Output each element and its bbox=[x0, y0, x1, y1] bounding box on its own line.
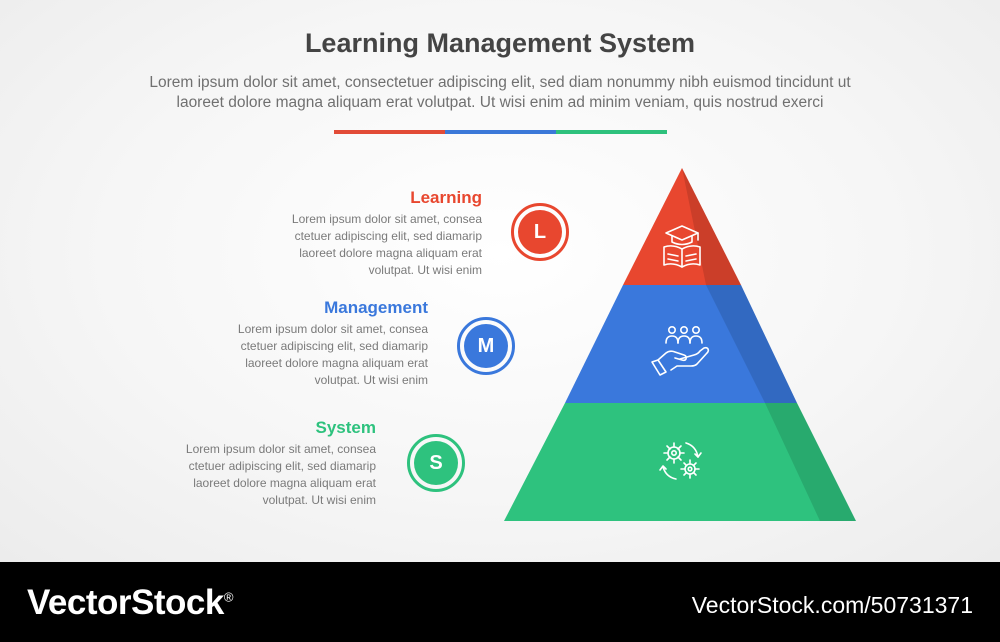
brand-registered-mark: ® bbox=[223, 589, 234, 605]
learning-title: Learning bbox=[410, 188, 482, 207]
divider-red bbox=[334, 130, 445, 134]
management-badge: M bbox=[457, 317, 515, 375]
system-badge-letter: S bbox=[414, 441, 458, 485]
subtitle-line-1: Lorem ipsum dolor sit amet, consectetuer… bbox=[149, 74, 851, 91]
footer-bar bbox=[0, 562, 1000, 642]
divider-blue bbox=[445, 130, 556, 134]
learning-badge-letter: L bbox=[518, 210, 562, 254]
pyramid-tier-management-shade bbox=[706, 285, 797, 403]
hand-holding-people-icon bbox=[651, 326, 710, 376]
management-title: Management bbox=[324, 298, 428, 317]
management-description: Lorem ipsum dolor sit amet, consea ctetu… bbox=[237, 322, 428, 387]
pyramid-tier-learning-shade bbox=[682, 168, 741, 285]
pyramid-tier-system-shade bbox=[765, 403, 856, 521]
learning-description: Lorem ipsum dolor sit amet, consea ctetu… bbox=[291, 212, 482, 277]
pyramid-tier-system bbox=[504, 403, 856, 521]
book-graduation-cap-icon bbox=[663, 225, 701, 268]
gears-cycle-icon bbox=[659, 442, 702, 480]
divider-green bbox=[556, 130, 667, 134]
learning-badge: L bbox=[511, 203, 569, 261]
page-title: Learning Management System bbox=[304, 28, 696, 58]
subtitle-line-2: laoreet dolore magna aliquam erat volutp… bbox=[176, 94, 824, 111]
infographic-canvas: Learning Management System Lorem ipsum d… bbox=[0, 0, 1000, 562]
system-title: System bbox=[315, 418, 376, 437]
brand-name: VectorStock bbox=[27, 583, 224, 622]
image-url: VectorStock.com/50731371 bbox=[691, 592, 973, 618]
vectorstock-logo: VectorStock® bbox=[27, 583, 233, 623]
pyramid-tier-management bbox=[565, 285, 797, 403]
management-badge-letter: M bbox=[464, 324, 508, 368]
system-description: Lorem ipsum dolor sit amet, consea ctetu… bbox=[185, 442, 376, 507]
system-badge: S bbox=[407, 434, 465, 492]
page-subtitle: Lorem ipsum dolor sit amet, consectetuer… bbox=[60, 73, 940, 113]
pyramid-diagram bbox=[504, 168, 856, 521]
